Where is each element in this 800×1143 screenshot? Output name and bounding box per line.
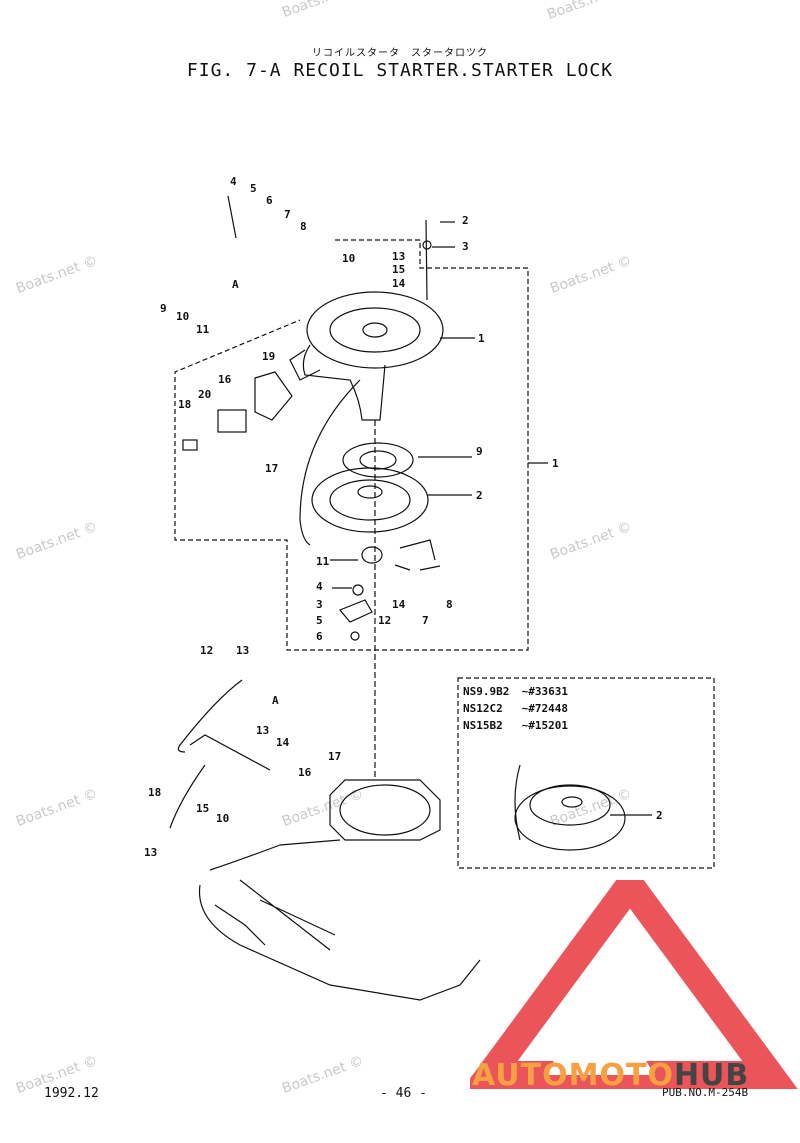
callout: 5 — [316, 614, 323, 627]
mounting-plate — [329, 779, 441, 841]
callout: 13 — [392, 250, 405, 263]
callout: 2 — [476, 489, 483, 502]
callout: 20 — [198, 388, 211, 401]
callout: 13 — [144, 846, 157, 859]
figure-title: FIG. 7-A RECOIL STARTER.STARTER LOCK — [186, 60, 614, 81]
callout: 18 — [148, 786, 161, 799]
callout: 4 — [230, 175, 237, 188]
inset-row: NS12C2 ~#72448 — [463, 702, 568, 715]
callout: 1 — [552, 457, 559, 470]
starter-pulley — [342, 442, 414, 478]
callout: 15 — [392, 263, 405, 276]
callout: 11 — [196, 323, 210, 336]
starter-lock — [217, 409, 247, 433]
callout: 15 — [196, 802, 209, 815]
callout: 10 — [216, 812, 229, 825]
callout: 3 — [462, 240, 469, 253]
assembly-dashed-box — [174, 239, 529, 651]
callout: 13 — [236, 644, 249, 657]
callout: 8 — [446, 598, 453, 611]
callout: 14 — [276, 736, 290, 749]
callout: 7 — [284, 208, 291, 221]
engine-cover — [198, 884, 481, 1001]
callout: 9 — [160, 302, 167, 315]
callout: 9 — [476, 445, 483, 458]
callout: 14 — [392, 277, 406, 290]
callout: 17 — [265, 462, 278, 475]
callout: 6 — [316, 630, 323, 643]
starter-rope — [299, 379, 361, 546]
callout: 2 — [656, 809, 663, 822]
callout: 3 — [316, 598, 323, 611]
callout: 12 — [378, 614, 391, 627]
lock-bracket — [254, 371, 293, 421]
callout: 16 — [218, 373, 232, 386]
footer-date: 1992.12 — [44, 1086, 99, 1101]
starter-housing — [306, 291, 444, 369]
callout: 19 — [262, 350, 275, 363]
automotohub-logo — [470, 880, 798, 1089]
spring-cassette — [311, 467, 429, 533]
callout: 17 — [328, 750, 341, 763]
callout: 5 — [250, 182, 257, 195]
logo-text: AUTOMOTOHUB — [472, 1058, 750, 1093]
callout: 13 — [256, 724, 269, 737]
publication-number: PUB.NO.M-254B — [662, 1086, 749, 1099]
callout: 6 — [266, 194, 273, 207]
callout: 10 — [342, 252, 355, 265]
drive-plate — [361, 546, 383, 564]
callout: 4 — [316, 580, 323, 593]
callout: A — [272, 694, 279, 707]
callout: 8 — [300, 220, 307, 233]
callout: 1 — [478, 332, 485, 345]
inset-row: NS9.9B2 ~#33631 — [463, 685, 568, 698]
callout: A — [232, 278, 239, 291]
inset-box — [457, 677, 715, 869]
callout: 7 — [422, 614, 429, 627]
callout: 11 — [316, 555, 330, 568]
callout: 2 — [462, 214, 469, 227]
inset-row: NS15B2 ~#15201 — [463, 719, 568, 732]
callout: 14 — [392, 598, 406, 611]
callout: 12 — [200, 644, 213, 657]
callout: 10 — [176, 310, 189, 323]
callout: 16 — [298, 766, 312, 779]
callout: 18 — [178, 398, 191, 411]
linkage-rod — [177, 679, 243, 753]
japanese-title: リコイルスタータ スタータロツク — [312, 48, 488, 59]
inset-model-list: NS9.9B2 ~#33631 NS12C2 ~#72448 NS15B2 ~#… — [463, 683, 568, 734]
linkage-rod — [169, 764, 206, 829]
page-number: - 46 - — [380, 1086, 427, 1101]
inset-cassette — [514, 785, 626, 851]
